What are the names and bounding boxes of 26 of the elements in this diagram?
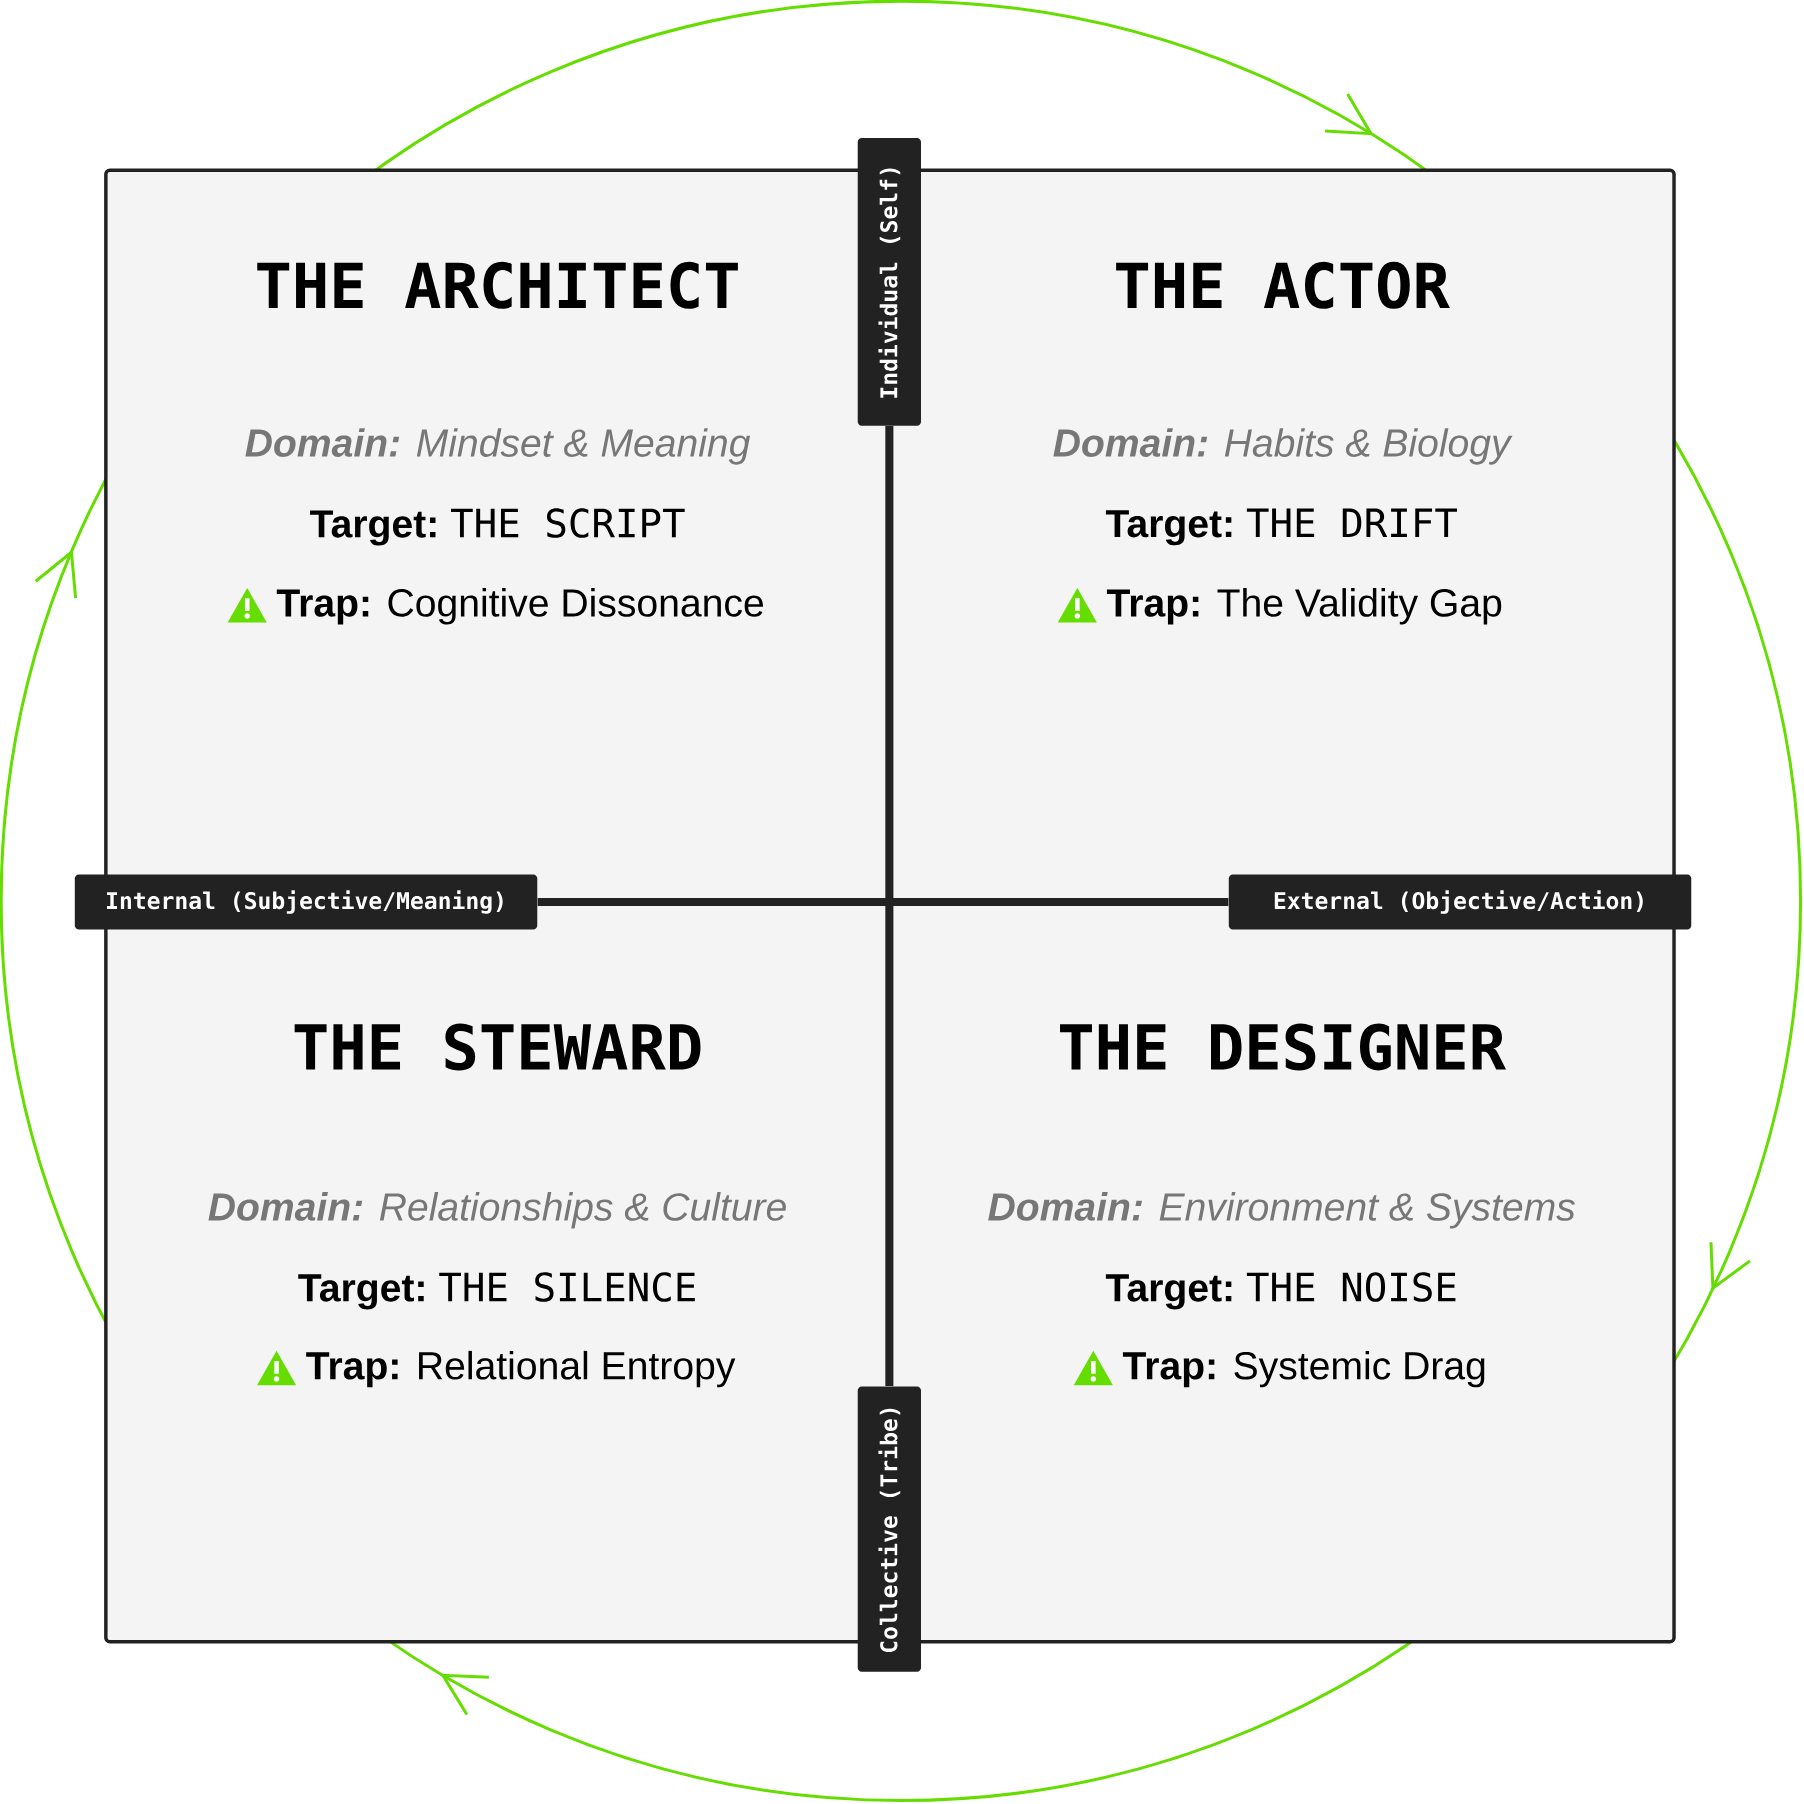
quadrant-title: THE ACTOR xyxy=(1116,261,1450,309)
trap-text: Trap: The Validity Gap xyxy=(1106,588,1502,625)
target-label: Target: xyxy=(298,1274,424,1310)
domain-text: Domain: Environment & Systems xyxy=(988,1192,1575,1229)
quadrant-title: THE STEWARD xyxy=(294,1023,701,1071)
target-label: Target: xyxy=(1105,1274,1232,1310)
axis-label: Internal (Subjective/Meaning) xyxy=(74,874,538,930)
domain-text: Domain: Relationships & Culture xyxy=(208,1192,786,1229)
trap-text: Trap: Cognitive Dissonance xyxy=(276,588,763,625)
axis-line xyxy=(537,898,1229,907)
target-label: Target: xyxy=(1105,510,1232,546)
target-value: THE NOISE xyxy=(1246,1272,1456,1302)
target-value: THE SILENCE xyxy=(439,1272,695,1302)
domain-text: Domain: Habits & Biology xyxy=(1053,428,1513,465)
trap-text: Trap: Systemic Drag xyxy=(1122,1350,1485,1388)
axis-label: External (Objective/Action) xyxy=(1228,874,1692,930)
axis-label: Individual (Self) xyxy=(857,138,921,426)
domain-text: Domain: Mindset & Meaning xyxy=(245,428,751,465)
quadrant-title: THE ARCHITECT xyxy=(257,261,738,309)
trap-text: Trap: Relational Entropy xyxy=(306,1350,736,1388)
target-value: THE SCRIPT xyxy=(451,508,685,538)
axis-label: Collective (Tribe) xyxy=(857,1386,921,1672)
axis-line xyxy=(885,426,894,1386)
target-value: THE DRIFT xyxy=(1246,508,1457,538)
target-label: Target: xyxy=(310,510,436,546)
quadrant-title: THE DESIGNER xyxy=(1060,1023,1506,1071)
